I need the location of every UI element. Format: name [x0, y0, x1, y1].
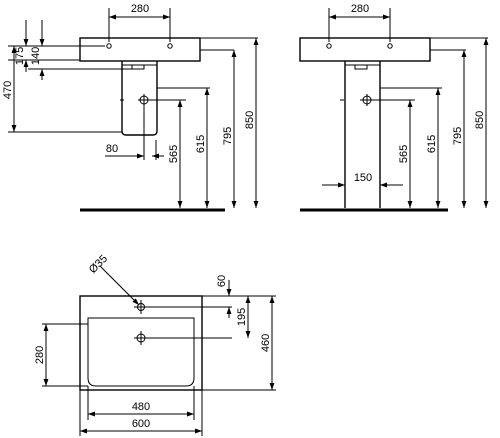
plan-dim-480: 480	[132, 401, 150, 413]
side-dim-280: 280	[351, 3, 369, 15]
side-full-pedestal	[344, 61, 381, 208]
front-dim-470: 470	[2, 81, 14, 99]
front-semi-pedestal	[121, 61, 158, 136]
front-dim-80: 80	[106, 143, 118, 155]
front-dim-140: 140	[30, 47, 42, 65]
side-dim-565: 565	[398, 145, 410, 163]
front-dim-795: 795	[222, 127, 234, 145]
plan-view: Ø35 60 195 460 280 480 600	[34, 253, 276, 436]
plan-dim-600: 600	[132, 418, 150, 430]
plan-dim-60: 60	[216, 275, 228, 287]
plan-dim-280: 280	[34, 346, 46, 364]
side-dim-850: 850	[474, 111, 486, 129]
front-tap-hole-right	[167, 43, 173, 49]
side-view: 280 150 565 615 795 850	[299, 3, 489, 212]
plan-basin-outline	[79, 295, 203, 391]
side-dim-615: 615	[426, 135, 438, 153]
front-tap-hole-left	[106, 43, 112, 49]
plan-dim-460: 460	[260, 334, 272, 352]
plan-bowl	[87, 317, 195, 387]
plan-dim-195: 195	[236, 308, 248, 326]
front-dim-565: 565	[168, 145, 180, 163]
front-view: 280 175 140 470 80 565 615 795 850	[2, 3, 259, 212]
side-basin	[299, 37, 431, 62]
front-dim-850: 850	[244, 111, 256, 129]
front-dim-615: 615	[195, 135, 207, 153]
side-dim-150: 150	[354, 172, 372, 184]
front-basin	[79, 37, 201, 62]
front-dim-280: 280	[131, 3, 149, 15]
front-dim-175: 175	[14, 47, 26, 65]
side-dim-795: 795	[452, 127, 464, 145]
